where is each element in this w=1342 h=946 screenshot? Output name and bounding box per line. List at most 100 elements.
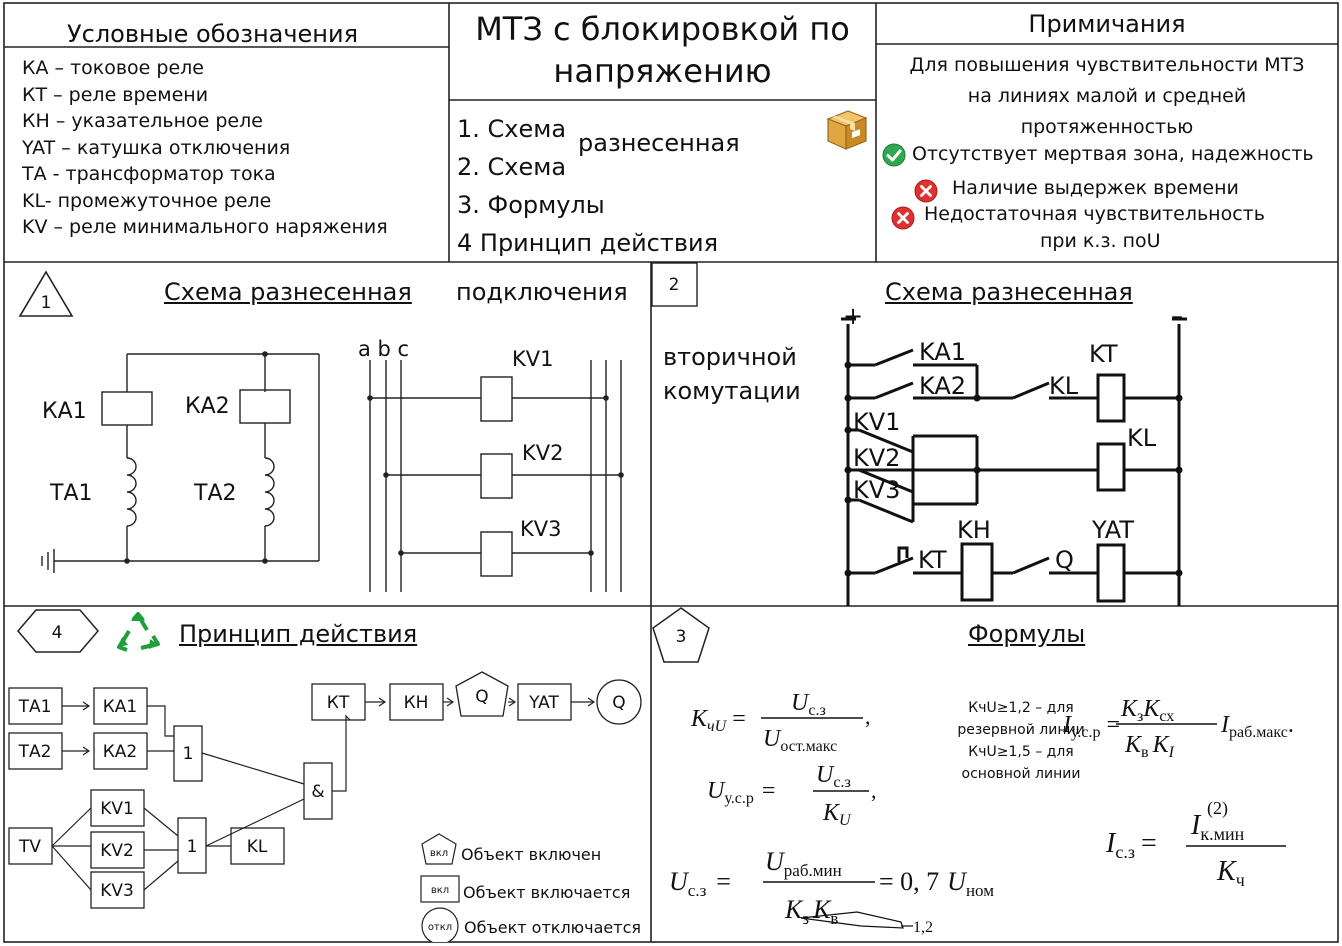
svg-text:Uост.макс: Uост.макс — [763, 726, 837, 755]
badge-triangle-1: 1 — [18, 270, 74, 317]
block-and: & — [311, 782, 324, 802]
legend-item: КН – указательное реле — [22, 110, 263, 132]
block-ka2: КА2 — [103, 742, 138, 762]
svg-text:Uс.з: Uс.з — [791, 690, 826, 719]
svg-text:основной линии: основной линии — [962, 766, 1081, 782]
svg-text:Kч: Kч — [1216, 856, 1245, 890]
notes-intro-line: Для повышения чувствительности МТЗ — [909, 54, 1305, 76]
svg-text:Uс.з: Uс.з — [816, 762, 851, 791]
menu-item-principle[interactable]: 4 Принцип действия — [457, 229, 719, 257]
legend-off-tag: откл — [428, 922, 452, 933]
label-kt: KT — [1089, 340, 1118, 368]
page-title: МТЗ с блокировкой по напряжению — [449, 8, 876, 92]
label-minus: – — [1171, 302, 1183, 330]
cross-icon — [891, 206, 915, 230]
principle-diagram: ТА1 КА1 ТА2 КА2 1 & КТ КН Q YAT Q TV KV1… — [8, 671, 642, 942]
contents-menu: 1. Схема 2. Схема 3. Формулы 4 Принцип д… — [457, 110, 718, 262]
block-tv: TV — [18, 837, 41, 857]
legend-item: KV – реле минимального наряжения — [22, 216, 388, 238]
block-yat: YAT — [528, 693, 559, 713]
svg-text:KчU=: KчU= — [690, 706, 746, 735]
block-ta2: ТА2 — [18, 742, 52, 762]
menu-item-scheme2[interactable]: 2. Схема — [457, 153, 567, 181]
svg-text:Iс.з=: Iс.з= — [1105, 828, 1157, 862]
label-kl: KL — [1049, 372, 1079, 400]
notes-intro: Для повышения чувствительности МТЗ на ли… — [876, 50, 1338, 143]
svg-text:KU: KU — [822, 800, 852, 829]
svg-text:Uс.з=: Uс.з= — [669, 867, 731, 900]
badge-hexagon-4: 4 — [17, 609, 99, 653]
panel3-title: Формулы — [968, 620, 1086, 648]
panel2-title: Схема разнесенная — [885, 278, 1133, 306]
label-ka1: KA1 — [919, 338, 966, 366]
legend-off: Объект отключается — [464, 918, 641, 937]
formulas: KчU= Uс.з Uост.макс , КчU≥1,2 – для резе… — [669, 690, 1294, 936]
svg-text:Iу.с.р=: Iу.с.р= — [1062, 712, 1120, 741]
page-title-line2: напряжению — [553, 52, 772, 90]
legend-turning-on: Объект включается — [463, 883, 630, 902]
label-kv3: KV3 — [520, 517, 562, 541]
label-yat: YAT — [1091, 516, 1134, 544]
svg-text:резервной линии: резервной линии — [957, 722, 1084, 738]
notes-intro-line: на линиях малой и средней — [967, 85, 1247, 107]
svg-text:Iраб.макс.: Iраб.макс. — [1220, 712, 1294, 741]
panel2-subtitle-line: вторичной — [663, 343, 797, 371]
label-phases: a b c — [358, 337, 409, 361]
svg-text:Iк.мин: Iк.мин — [1190, 810, 1245, 844]
label-kv1: KV1 — [853, 408, 900, 436]
badge-4: 4 — [52, 623, 63, 643]
label-kv2: KV2 — [522, 441, 564, 465]
svg-text:Uраб.мин: Uраб.мин — [765, 847, 842, 880]
label-ta2: ТА2 — [193, 481, 237, 506]
menu-item-scheme1[interactable]: 1. Схема — [457, 115, 567, 143]
legend-turning-on-tag: вкл — [431, 885, 449, 896]
block-kl: KL — [247, 837, 268, 857]
legend-list: КА – токовое реле КТ – реле времени КН –… — [22, 55, 388, 241]
notes-intro-line: протяженностью — [1020, 116, 1194, 138]
svg-text:,: , — [871, 778, 877, 803]
panel2-subtitle: вторичной комутации — [663, 340, 801, 408]
block-or2: 1 — [187, 837, 198, 857]
block-q2: Q — [612, 693, 625, 713]
notes-con: Наличие выдержек времени — [952, 177, 1239, 199]
svg-text:KзKсх: KзKсх — [1120, 696, 1174, 725]
panel4-title: Принцип действия — [179, 620, 418, 648]
badge-square-2: 2 — [651, 262, 698, 307]
scheme2-diagram: + – KA1 KA2 KL KT KV1 KL KV2 KV3 KH YAT … — [841, 302, 1187, 606]
label-q: Q — [1055, 546, 1074, 574]
svg-text:Uу.с.р=: Uу.с.р= — [707, 778, 775, 807]
block-kv1: KV1 — [100, 799, 134, 819]
label-kl2: KL — [1127, 424, 1157, 452]
legend-item: КТ – реле времени — [22, 83, 209, 106]
page-title-line1: МТЗ с блокировкой по — [475, 10, 850, 48]
svg-text:КчU≥1,2 – для: КчU≥1,2 – для — [968, 700, 1073, 716]
panel1-title: Схема разнесенная — [164, 278, 412, 306]
menu-item-formulas[interactable]: 3. Формулы — [457, 191, 605, 219]
block-or1: 1 — [183, 744, 194, 764]
recycle-icon[interactable] — [116, 612, 160, 654]
package-icon[interactable] — [822, 104, 872, 154]
block-ka1: КА1 — [103, 697, 138, 717]
block-ta1: ТА1 — [18, 697, 52, 717]
legend-on-tag: вкл — [430, 848, 448, 859]
label-kv1: KV1 — [512, 347, 554, 371]
block-kv3: KV3 — [100, 881, 134, 901]
badge-2: 2 — [669, 275, 680, 295]
legend-item: ТА - трансформатор тока — [22, 163, 276, 185]
label-ka2: КА2 — [185, 394, 230, 419]
badge-3: 3 — [676, 627, 687, 647]
svg-text:(2): (2) — [1207, 798, 1228, 819]
legend-title: Условные обозначения — [67, 20, 359, 48]
scheme1-diagram: КА1 КА2 ТА1 ТА2 a b c KV1 KV2 KV3 — [41, 337, 624, 592]
badge-pentagon-3: 3 — [652, 607, 710, 663]
notes-title: Примичания — [1028, 10, 1186, 38]
notes-pro: Отсутствует мертвая зона, надежность — [912, 143, 1314, 165]
svg-text:1,2: 1,2 — [913, 919, 933, 936]
block-kt: КТ — [327, 693, 350, 713]
label-plus: + — [843, 302, 863, 330]
label-kt2: KT — [918, 546, 947, 574]
block-q1: Q — [475, 687, 488, 707]
